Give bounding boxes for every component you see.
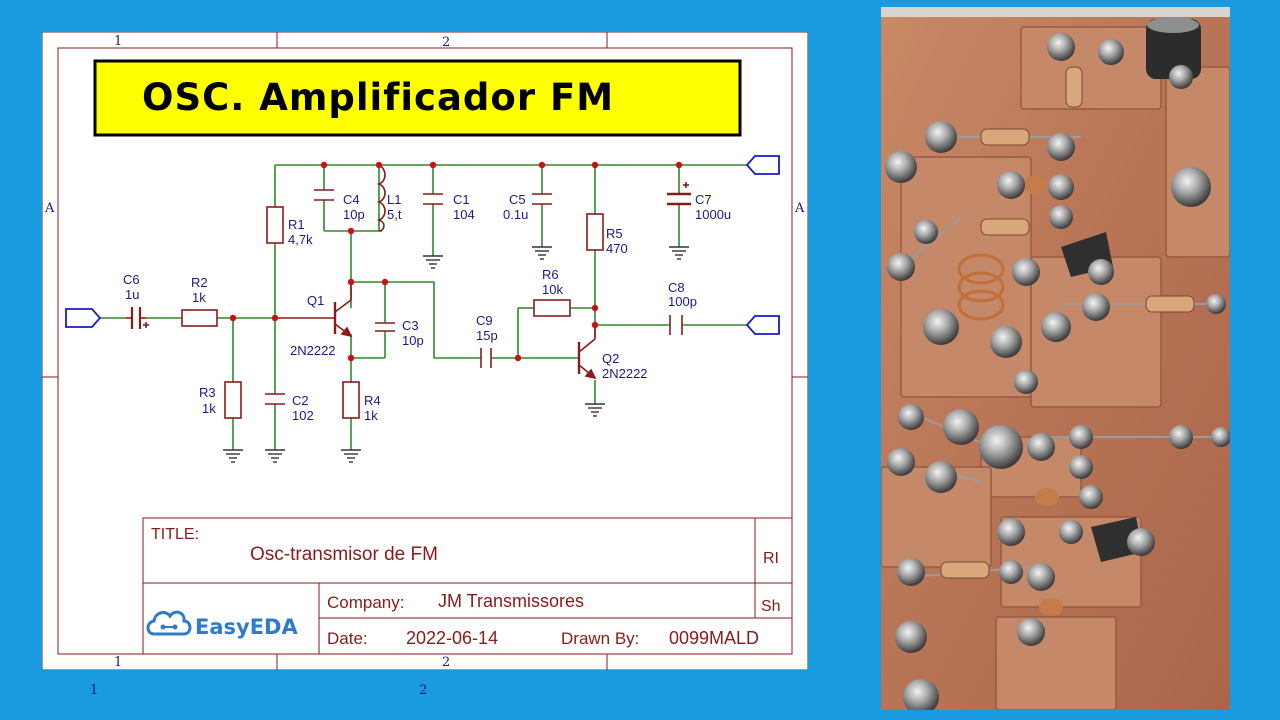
c5-ref: C5: [509, 192, 526, 207]
r5-value: 470: [606, 241, 628, 256]
c4-ref: C4: [343, 192, 360, 207]
date-value: 2022-06-14: [406, 628, 498, 648]
output-port: [745, 315, 780, 335]
c5-capacitor: [532, 193, 552, 205]
resistors-photo: [940, 66, 1195, 579]
r3-resistor: [224, 381, 242, 419]
r4-resistor: [342, 381, 360, 419]
r2-ref: R2: [191, 275, 208, 290]
ground-c1: [423, 255, 443, 269]
solder-joints: [885, 33, 1230, 710]
c4-capacitor: [314, 189, 334, 201]
frame-col-2-bottom: 2: [442, 655, 450, 670]
easyeda-logo: EasyEDA: [146, 610, 298, 639]
drawn-value: 0099MALD: [669, 628, 759, 648]
company-label: Company:: [327, 593, 404, 612]
frame-row-a-left: A: [44, 201, 55, 216]
components: [126, 164, 691, 419]
r6-value: 10k: [542, 282, 563, 297]
title-value: Osc-transmisor de FM: [250, 544, 438, 565]
q2-value: 2N2222: [602, 366, 648, 381]
q1-value: 2N2222: [290, 343, 336, 358]
c1-value: 104: [453, 207, 475, 222]
ground-r3: [223, 449, 243, 463]
r3-value: 1k: [202, 401, 216, 416]
ground-r4: [341, 449, 361, 463]
c3-ref: C3: [402, 318, 419, 333]
c7-value: 1000u: [695, 207, 731, 222]
r1-resistor: [266, 206, 284, 244]
l1-inductor: [376, 164, 386, 232]
capacitors-photo: [1022, 17, 1201, 616]
c3-capacitor: [375, 322, 395, 332]
c9-capacitor: [480, 348, 492, 368]
r3-ref: R3: [199, 385, 216, 400]
logo-text: EasyEDA: [195, 615, 298, 639]
q1-ref: Q1: [307, 293, 324, 308]
c7-capacitor: [667, 182, 691, 206]
supply-port: [745, 155, 780, 175]
r4-ref: R4: [364, 393, 381, 408]
ground-symbols: [223, 246, 689, 463]
c8-value: 100p: [668, 294, 697, 309]
c1-ref: C1: [453, 192, 470, 207]
inductor-coil: [957, 253, 1005, 321]
r5-ref: R5: [606, 226, 623, 241]
title-label: TITLE:: [151, 526, 199, 543]
c5-value: 0.1u: [503, 207, 528, 222]
c6-value: 1u: [125, 287, 139, 302]
c2-ref: C2: [292, 393, 309, 408]
l1-ref: L1: [387, 192, 401, 207]
company-value: JM Transmissores: [438, 591, 584, 611]
banner-title: OSC. Amplificador FM: [142, 76, 614, 119]
q2-ref: Q2: [602, 351, 619, 366]
r6-resistor: [533, 299, 571, 317]
frame-col-2-top: 2: [442, 35, 450, 50]
cloud-icon: [146, 610, 192, 636]
c6-capacitor: [126, 307, 149, 329]
frame-col-1-bottom: 1: [114, 655, 122, 670]
c8-ref: C8: [668, 280, 685, 295]
drawn-label: Drawn By:: [561, 629, 639, 648]
c1-capacitor: [423, 193, 443, 205]
r5-resistor: [586, 213, 604, 251]
rev-label: RI: [763, 550, 779, 567]
junctions: [229, 161, 683, 362]
date-label: Date:: [327, 629, 368, 648]
below-sheet-num-1: 1: [90, 683, 99, 698]
frame-row-a-right: A: [794, 201, 805, 216]
schematic-sheet: 1 2 1 2 A A OSC. Amplificador FM: [42, 32, 808, 670]
frame-col-1-top: 1: [114, 34, 122, 49]
pcb-photo: [881, 7, 1230, 710]
c9-value: 15p: [476, 328, 498, 343]
r1-ref: R1: [288, 217, 305, 232]
r2-value: 1k: [192, 290, 206, 305]
banner: [93, 59, 742, 137]
r2-resistor: [181, 309, 218, 327]
below-sheet-num-2: 2: [419, 683, 428, 698]
l1-value: 5,t: [387, 207, 402, 222]
c6-ref: C6: [123, 272, 140, 287]
r1-value: 4,7k: [288, 232, 313, 247]
c3-value: 10p: [402, 333, 424, 348]
ports: [65, 155, 780, 335]
ground-c2: [265, 449, 285, 463]
c2-capacitor: [265, 393, 285, 405]
input-port: [65, 308, 102, 328]
r4-value: 1k: [364, 408, 378, 423]
ground-q2: [585, 403, 605, 417]
ground-c5: [532, 246, 552, 260]
c9-ref: C9: [476, 313, 493, 328]
c7-ref: C7: [695, 192, 712, 207]
title-block: [142, 517, 793, 655]
c2-value: 102: [292, 408, 314, 423]
c8-capacitor: [669, 315, 683, 335]
sheet-label: Sh: [761, 598, 781, 615]
ground-c7: [669, 246, 689, 260]
c4-value: 10p: [343, 207, 365, 222]
r6-ref: R6: [542, 267, 559, 282]
frame-ticks: [42, 32, 808, 670]
